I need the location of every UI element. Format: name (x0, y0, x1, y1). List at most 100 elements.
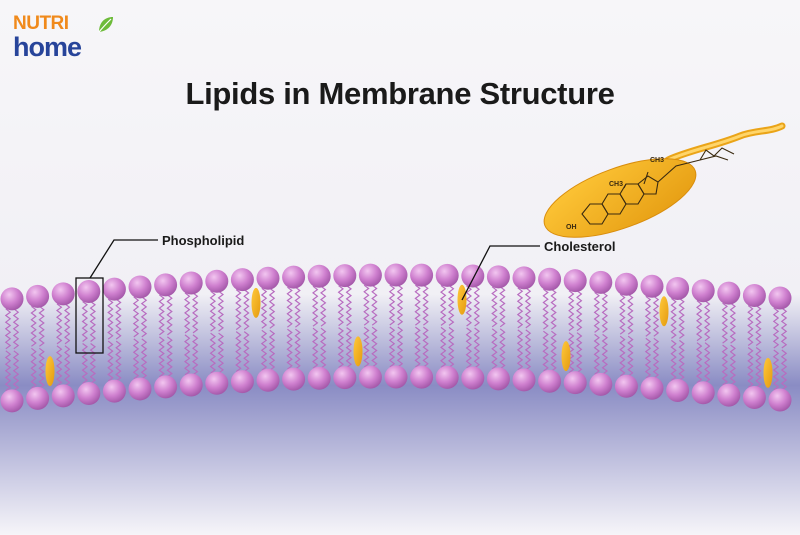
phospholipid-head (614, 272, 638, 296)
phospholipid-head (179, 271, 203, 295)
phospholipid-head (26, 386, 50, 410)
phospholipid-head (742, 284, 766, 308)
phospholipid-head (640, 274, 664, 298)
lipid-tail (422, 284, 429, 326)
phospholipid-head (640, 376, 664, 400)
phospholipid-head (0, 389, 24, 413)
phospholipid-head (205, 371, 229, 395)
lipid-tail (473, 327, 480, 369)
phospholipid-head (589, 372, 613, 396)
lipid-tail (550, 330, 557, 372)
nutrihome-logo[interactable]: NUTRI home (13, 14, 113, 64)
lipid-tail (755, 305, 762, 346)
cholesterol-leader-line (461, 245, 540, 301)
lipid-tail (644, 337, 652, 379)
leaf-icon (98, 17, 113, 33)
lipid-tail (345, 285, 352, 327)
cholesterol-insert (659, 296, 669, 327)
lipid-tail (184, 292, 191, 334)
lipid-tail (268, 329, 276, 371)
phospholipid-head (307, 264, 331, 288)
lipid-tail (64, 345, 71, 387)
phospholipid-head (205, 269, 229, 293)
lipid-tail (627, 293, 634, 335)
lipid-tail (89, 301, 96, 342)
lipid-tail (268, 287, 276, 329)
lipid-tail (780, 307, 788, 349)
phospholipid-head (461, 264, 485, 288)
lipid-tail (696, 342, 703, 384)
lipid-tail (388, 284, 396, 326)
lipid-tail (209, 290, 216, 332)
lipid-tail (678, 339, 685, 381)
lipid-tail (38, 305, 45, 347)
lipid-tail (312, 327, 319, 369)
phospholipid-head (282, 265, 306, 289)
phospholipid-head (512, 368, 536, 392)
phospholipid-head (102, 277, 126, 301)
lipid-tail (158, 294, 165, 336)
phospholipid-head (410, 263, 434, 287)
lipid-tail (440, 326, 447, 368)
lipid-tail (627, 335, 634, 377)
lipid-tail (729, 344, 736, 386)
lipid-tail (678, 297, 685, 339)
lipid-tail (243, 289, 250, 331)
phospholipid-head (26, 284, 50, 308)
lipid-tail (260, 287, 268, 329)
phospholipid-head (282, 367, 306, 391)
lipid-tail (448, 284, 455, 326)
lipid-tail (704, 342, 711, 384)
phospholipid-head (179, 373, 203, 397)
phospholipid-head (589, 270, 613, 294)
phospholipid-head (435, 263, 459, 287)
lipid-tail (158, 336, 165, 378)
lipid-tail (56, 345, 63, 387)
cholesterol-insert (45, 356, 55, 387)
lipid-tail (729, 302, 736, 344)
phospholipid-head (717, 281, 741, 305)
lipid-tail (235, 289, 242, 331)
lipid-tail (320, 285, 327, 327)
methyl-label-top: CH3 (650, 157, 664, 164)
phospholipid-head (486, 265, 510, 289)
phospholipid-head (358, 365, 382, 389)
lipid-tail (414, 284, 421, 326)
lipid-tail (132, 338, 140, 380)
phospholipid-head (691, 279, 715, 303)
lipid-tail (414, 326, 421, 368)
lipid-tail (337, 285, 344, 327)
cholesterol-insert (353, 336, 363, 367)
phospholipid-head (154, 273, 178, 297)
lipid-tail (576, 332, 583, 374)
lipid-tail (192, 334, 199, 376)
lipid-tail (465, 327, 472, 369)
lipid-tail (422, 326, 429, 368)
lipid-tail (371, 284, 378, 326)
phospholipid-head (51, 282, 75, 306)
lipid-tail (491, 286, 498, 328)
phospholipid-head (384, 263, 408, 287)
phospholipid-head (691, 381, 715, 405)
phospholipid-head (128, 377, 152, 401)
phospholipid-head (435, 365, 459, 389)
phospholipid-head (128, 275, 152, 299)
lipid-tail (294, 286, 301, 328)
lipid-tail (465, 285, 472, 327)
lipid-tail (568, 290, 575, 332)
phospholipid-head (154, 375, 178, 399)
lipid-tail (140, 338, 148, 380)
lipid-tail (670, 339, 677, 381)
lipid-tail (286, 328, 293, 370)
lipid-tail (772, 307, 780, 349)
lipid-tail (294, 328, 301, 370)
phospholipid-head (77, 381, 101, 405)
phospholipid-head (486, 367, 510, 391)
lipid-tail (30, 347, 37, 389)
lipid-tail (56, 303, 63, 345)
lipid-tail (192, 292, 199, 334)
lipid-tail (243, 331, 250, 373)
lipid-tail (670, 297, 677, 339)
lipid-tail (516, 329, 524, 371)
lipid-tail (704, 300, 711, 342)
